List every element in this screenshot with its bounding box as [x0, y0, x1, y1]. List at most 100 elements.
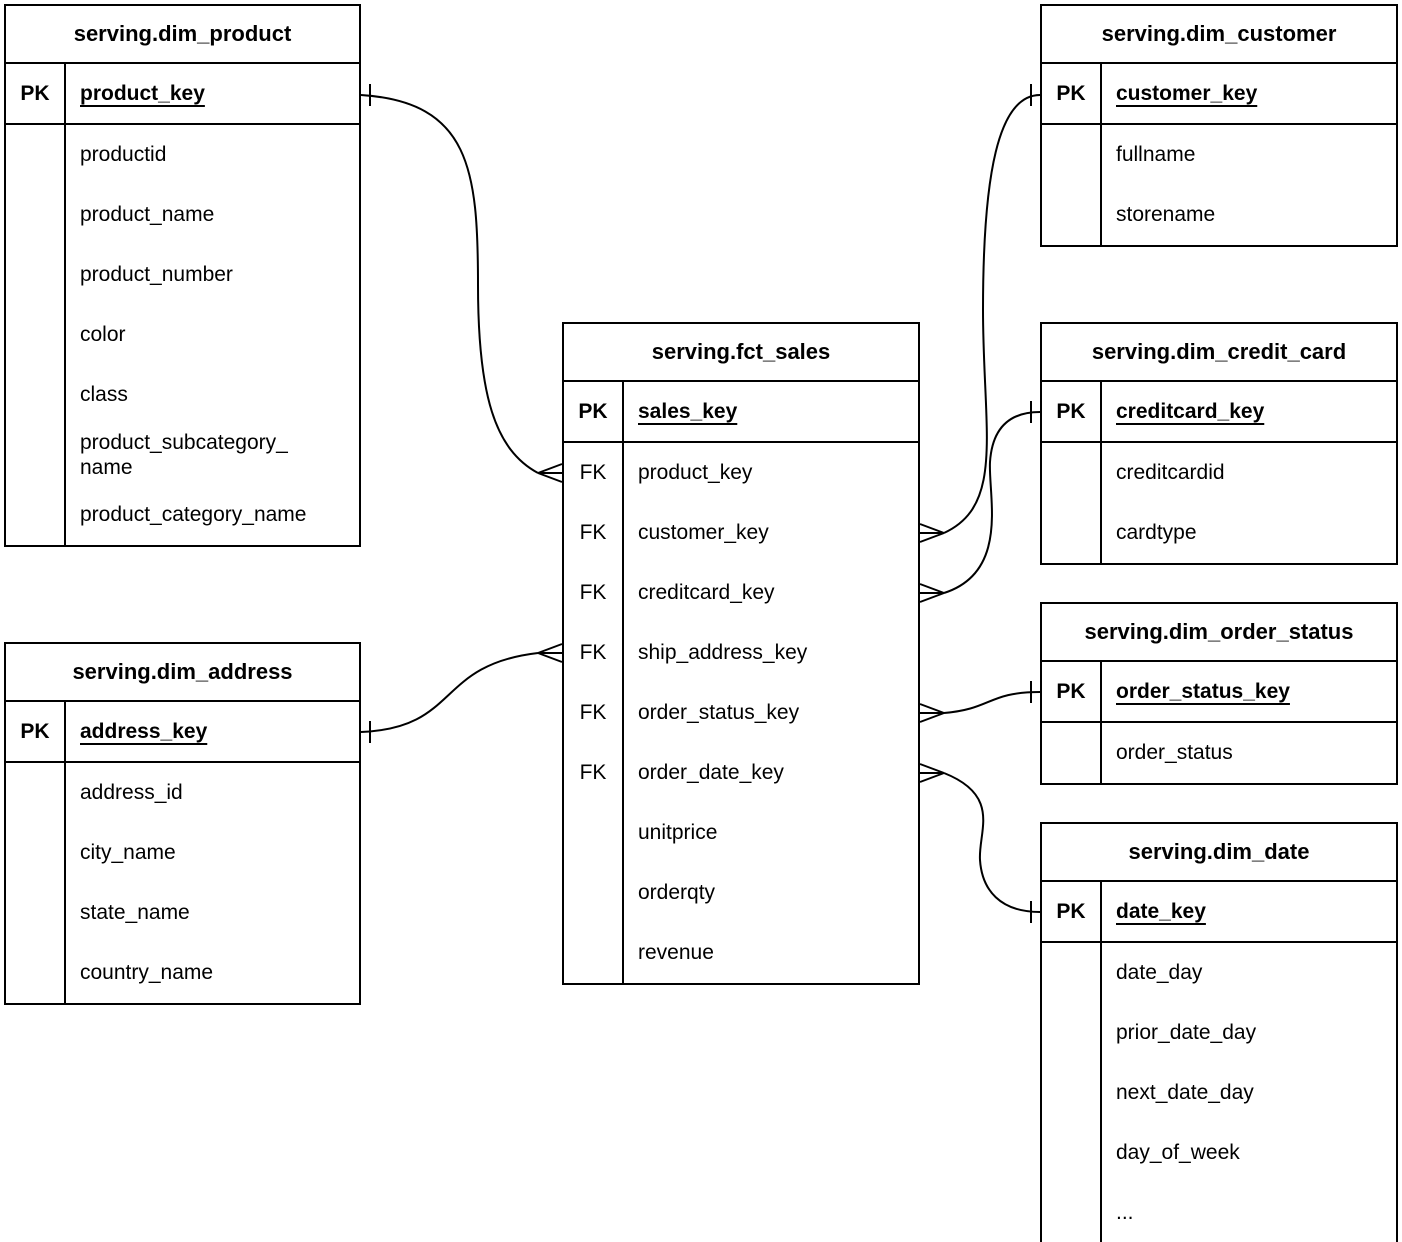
pk-field-name: customer_key [1116, 81, 1258, 105]
relationship-line [943, 94, 1041, 534]
field-key-badge [6, 365, 64, 425]
field-key-badge [6, 125, 64, 185]
field-key-badge: FK [579, 761, 607, 785]
key-column [6, 125, 66, 545]
crow-foot-many-icon [919, 583, 945, 603]
relationship-fct-sales-to-dim-credit-card [919, 401, 1041, 603]
crow-foot-many-icon [537, 643, 563, 663]
field-name: next_date_day [1116, 1081, 1254, 1105]
field-name: revenue [638, 941, 714, 965]
field-key-badge [564, 803, 622, 863]
field-name: ... [1116, 1201, 1134, 1225]
entity-title: serving.fct_sales [564, 324, 918, 382]
field-key-badge [6, 763, 64, 823]
pk-field-name: date_key [1116, 899, 1206, 923]
key-column [1042, 943, 1102, 1242]
field-name: order_status_key [638, 701, 800, 725]
field-key-badge: FK [579, 641, 607, 665]
field-key-badge [6, 305, 64, 365]
field-key-badge: FK [579, 701, 607, 725]
field-name: customer_key [638, 521, 769, 545]
field-name: productid [80, 143, 167, 167]
relationship-line [943, 772, 1041, 913]
relationship-fct-sales-to-dim-date [919, 763, 1041, 923]
field-name: creditcardid [1116, 461, 1225, 485]
field-key-badge [1042, 443, 1100, 503]
field-name: orderqty [638, 881, 716, 905]
entity-title: serving.dim_order_status [1042, 604, 1396, 662]
field-key-badge: FK [579, 521, 607, 545]
field-key-badge [1042, 185, 1100, 245]
crow-foot-many-icon [537, 463, 563, 483]
field-key-badge [1042, 1183, 1100, 1242]
relationship-line [943, 411, 1041, 594]
pk-field-name: order_status_key [1116, 679, 1290, 703]
field-name: product_number [80, 263, 233, 287]
key-column [1042, 125, 1102, 245]
field-name: ship_address_key [638, 641, 808, 665]
pk-field-name: creditcard_key [1116, 399, 1265, 423]
entity-title: serving.dim_credit_card [1042, 324, 1396, 382]
field-name: color [80, 323, 126, 347]
field-name: unitprice [638, 821, 718, 845]
pk-badge: PK [1042, 662, 1102, 721]
field-key-badge [6, 823, 64, 883]
crow-foot-many-icon [919, 703, 945, 723]
field-key-badge: FK [579, 581, 607, 605]
field-name: storename [1116, 203, 1216, 227]
field-key-badge [564, 923, 622, 983]
entity-title: serving.dim_address [6, 644, 359, 702]
pk-badge: PK [1042, 882, 1102, 941]
field-key-badge [6, 943, 64, 1003]
field-key-badge [6, 245, 64, 305]
field-key-badge [1042, 1003, 1100, 1063]
field-name: product_name [80, 203, 215, 227]
crow-foot-many-icon [919, 523, 945, 543]
relationship-line [360, 652, 539, 733]
pk-badge: PK [6, 64, 66, 123]
field-name: order_date_key [638, 761, 784, 785]
field-key-badge [6, 185, 64, 245]
pk-badge: PK [6, 702, 66, 761]
key-column [1042, 723, 1102, 783]
field-name: date_day [1116, 961, 1203, 985]
field-name: creditcard_key [638, 581, 775, 605]
entity-fields: order_status [1042, 723, 1396, 783]
names-column: order_status [1102, 723, 1396, 783]
relationship-fct-sales-to-dim-product [360, 84, 563, 483]
pk-badge: PK [564, 382, 624, 441]
field-name: product_subcategory_ name [80, 430, 288, 479]
field-name: fullname [1116, 143, 1196, 167]
field-name: state_name [80, 901, 190, 925]
relationship-line [943, 691, 1041, 714]
primary-key-row: PK order_status_key [1042, 662, 1396, 723]
field-key-badge [1042, 503, 1100, 563]
relationship-fct-sales-to-dim-order-status [919, 681, 1041, 723]
field-name: order_status [1116, 741, 1233, 765]
field-name: address_id [80, 781, 183, 805]
field-key-badge [1042, 1123, 1100, 1183]
field-key-badge [1042, 943, 1100, 1003]
relationship-fct-sales-to-dim-address [360, 643, 563, 743]
field-name: product_key [638, 461, 753, 485]
